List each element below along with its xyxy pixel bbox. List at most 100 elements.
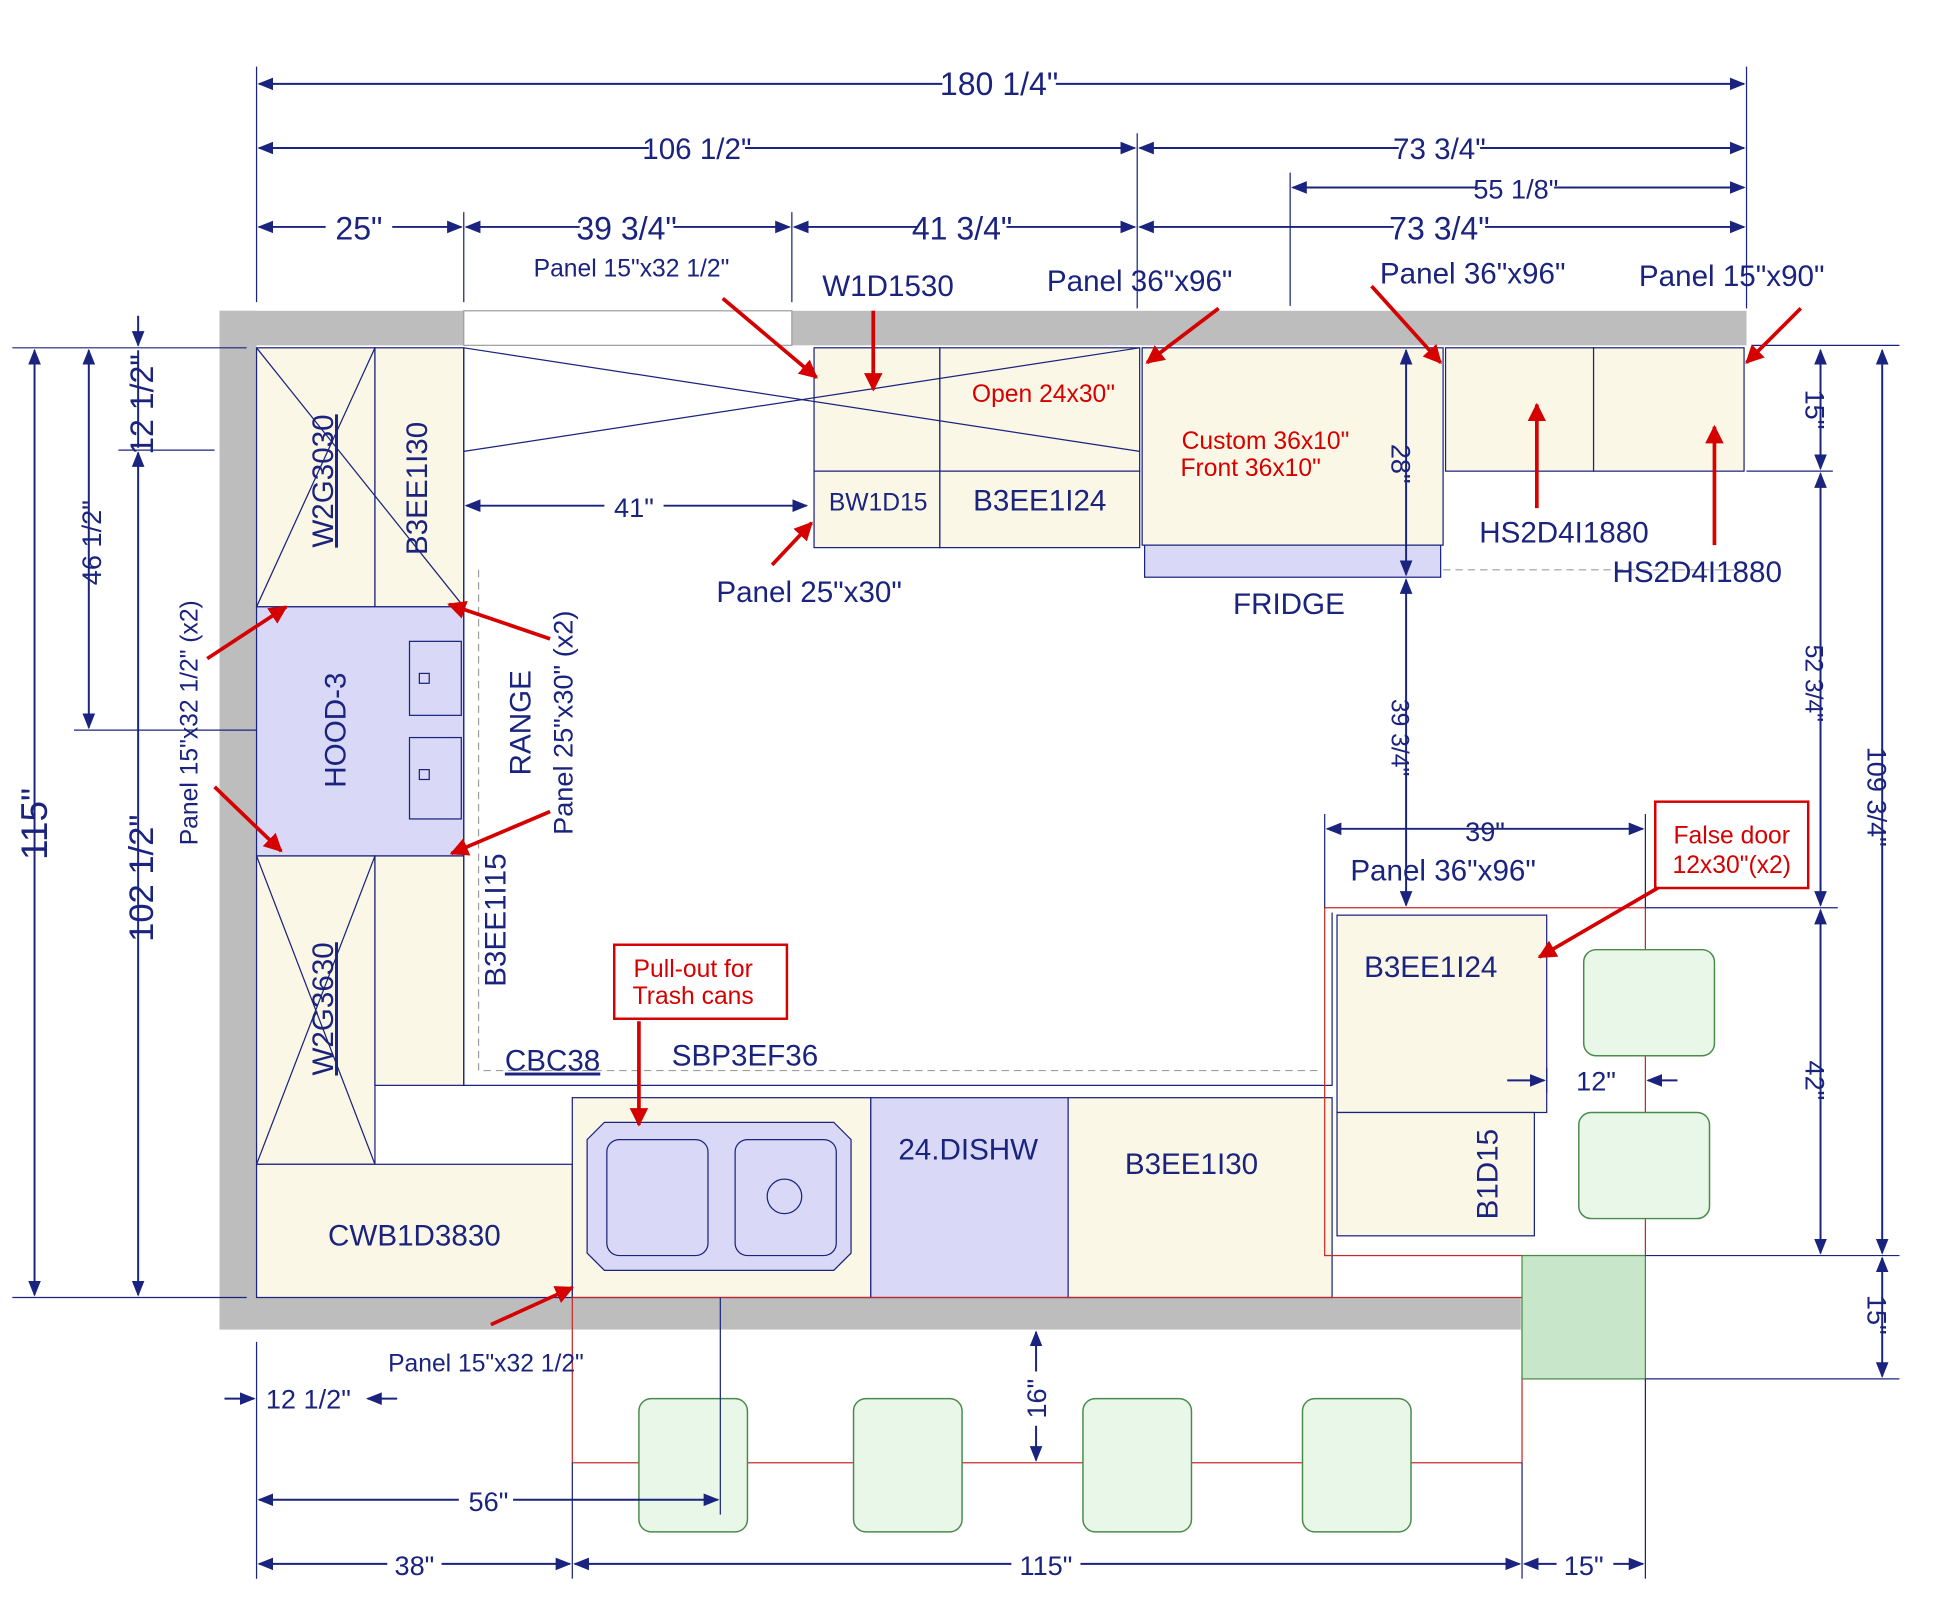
range-burner-top xyxy=(408,640,462,716)
note-panel-15x32-bottom: Panel 15"x32 1/2" xyxy=(388,1350,584,1377)
cabinet-b1d15 xyxy=(1336,1111,1535,1237)
dim-right-42: 42" xyxy=(1800,1061,1831,1101)
dim-inner-41: 41" xyxy=(614,492,654,523)
cabinet-b3ee1i15 xyxy=(374,855,465,1086)
cabinet-labels: W2G3030 B3EE1I30 HOOD-3 RANGE W2G3630 B3… xyxy=(307,270,1782,1253)
sink xyxy=(586,1121,852,1271)
label-hood: HOOD-3 xyxy=(319,673,352,788)
dim-top-left: 106 1/2" xyxy=(642,133,751,166)
label-sbp3ef36: SBP3EF36 xyxy=(672,1040,818,1073)
dim-top-total: 180 1/4" xyxy=(940,66,1058,102)
dim-seg-25: 25" xyxy=(335,210,382,246)
label-hs2d4i1880-b: HS2D4I1880 xyxy=(1612,556,1781,589)
label-b3ee1i24-island: B3EE1I24 xyxy=(1364,951,1497,984)
note-panel-15x90: Panel 15"x90" xyxy=(1639,260,1825,293)
dim-fridge-28: 28" xyxy=(1385,444,1416,484)
stool-3 xyxy=(1082,1397,1193,1533)
walls xyxy=(219,310,1747,1330)
pullout-box xyxy=(613,943,789,1020)
dim-bottom-115: 115" xyxy=(1020,1550,1073,1581)
fridge xyxy=(1143,544,1442,578)
note-panel-36x96-b: Panel 36"x96" xyxy=(1380,258,1566,291)
cabinet-b3ee1i30-bottom xyxy=(1067,1097,1333,1299)
label-b1d15: B1D15 xyxy=(1471,1129,1504,1219)
island-outline xyxy=(1324,907,1646,1257)
dim-fridge-gap: 39 3/4" xyxy=(1385,699,1412,776)
label-fridge: FRIDGE xyxy=(1233,588,1345,621)
dim-seg-41: 41 3/4" xyxy=(912,210,1012,246)
dim-left-46: 46 1/2" xyxy=(76,500,107,585)
open-shelf xyxy=(939,347,1141,472)
dim-bottom-15: 15" xyxy=(1564,1550,1604,1581)
label-bw1d15: BW1D15 xyxy=(829,490,928,517)
dim-left-102: 102 1/2" xyxy=(123,814,161,941)
label-b3ee1i24-top: B3EE1I24 xyxy=(973,485,1106,518)
note-custom-line1: Custom 36x10" xyxy=(1182,428,1350,455)
dim-left-115: 115" xyxy=(14,788,55,860)
annotations: Panel 15"x32 1/2" Panel 36"x96" Panel 36… xyxy=(176,255,1824,1377)
wall-top-left xyxy=(219,310,464,346)
dim-bottom-16: 16" xyxy=(1021,1379,1052,1419)
cabinet-cwb1d3830 xyxy=(255,1163,573,1299)
wall-bottom xyxy=(219,1297,1521,1330)
label-b3ee1i30-left: B3EE1I30 xyxy=(401,422,434,555)
stool-2 xyxy=(852,1397,963,1533)
label-range: RANGE xyxy=(504,670,537,775)
false-door-box xyxy=(1654,800,1810,890)
dim-bottom-12: 12 1/2" xyxy=(266,1383,351,1414)
note-pullout-line2: Trash cans xyxy=(633,983,754,1010)
dim-seg-73: 73 3/4" xyxy=(1389,210,1489,246)
note-panel-15x32-left: Panel 15"x32 1/2" (x2) xyxy=(176,600,203,845)
top-run xyxy=(463,347,1749,578)
label-dishwasher: 24.DISHW xyxy=(898,1133,1038,1166)
dim-right-52: 52 3/4" xyxy=(1800,645,1827,722)
label-w2g3030: W2G3030 xyxy=(307,414,340,547)
stool-6 xyxy=(1578,1111,1711,1220)
note-panel-25x30: Panel 25"x30" xyxy=(716,576,902,609)
dim-top-sub-right: 55 1/8" xyxy=(1473,174,1558,205)
note-panel-36x96-island: Panel 36"x96" xyxy=(1350,855,1536,888)
note-pullout-line1: Pull-out for xyxy=(634,956,753,983)
dimension-labels: 180 1/4" 106 1/2" 73 3/4" 55 1/8" 25" 39… xyxy=(14,64,1892,1582)
dim-right-109: 109 3/4" xyxy=(1861,747,1892,847)
wall-top-right xyxy=(791,310,1747,346)
label-cbc38: CBC38 xyxy=(505,1045,600,1078)
label-hs2d4i1880-a: HS2D4I1880 xyxy=(1479,517,1648,550)
cabinet-hs2d4i1880-a xyxy=(1444,347,1595,472)
note-open-24x30: Open 24x30" xyxy=(972,381,1115,408)
dim-top-right: 73 3/4" xyxy=(1393,133,1486,166)
dim-island-39: 39" xyxy=(1465,816,1505,847)
window-opening xyxy=(463,310,793,346)
note-custom-line2: Front 36x10" xyxy=(1181,455,1321,482)
label-b3ee1i30-bottom: B3EE1I30 xyxy=(1125,1148,1258,1181)
cabinet-hs2d4i1880-b xyxy=(1592,347,1745,472)
custom-over-fridge xyxy=(1141,347,1444,546)
stool-1 xyxy=(638,1397,749,1533)
cabinet-b3ee1i24-top xyxy=(939,470,1141,549)
note-panel-15x32-top: Panel 15"x32 1/2" xyxy=(534,255,730,282)
dim-seg-39: 39 3/4" xyxy=(576,210,676,246)
bottom-run xyxy=(571,1097,1333,1299)
dim-island-12: 12" xyxy=(1576,1065,1616,1096)
dim-bottom-38: 38" xyxy=(395,1550,435,1581)
note-false-door-line1: False door xyxy=(1673,823,1790,850)
stool-5 xyxy=(1582,948,1716,1057)
range-burner-bottom xyxy=(408,736,462,820)
note-false-door-line2: 12x30"(x2) xyxy=(1673,852,1791,879)
cabinet-b3ee1i30-left xyxy=(374,347,465,608)
label-w1d1530: W1D1530 xyxy=(822,270,954,303)
dim-right-15-top: 15" xyxy=(1800,390,1831,430)
note-panel-25x30-x2: Panel 25"x30" (x2) xyxy=(547,611,578,835)
stool-4 xyxy=(1301,1397,1412,1533)
left-run xyxy=(255,347,1333,1299)
dim-right-15-bottom: 15" xyxy=(1861,1295,1892,1335)
bar-overhang xyxy=(571,1296,1523,1464)
cabinet-w1d1530 xyxy=(813,347,941,472)
label-cwb1d3830: CWB1D3830 xyxy=(328,1220,501,1253)
dim-bottom-56: 56" xyxy=(469,1486,509,1517)
label-w2g3630: W2G3630 xyxy=(307,942,340,1075)
dim-left-12: 12 1/2" xyxy=(124,354,160,454)
corner-block xyxy=(1521,1254,1646,1380)
note-panel-36x96-a: Panel 36"x96" xyxy=(1047,265,1233,298)
